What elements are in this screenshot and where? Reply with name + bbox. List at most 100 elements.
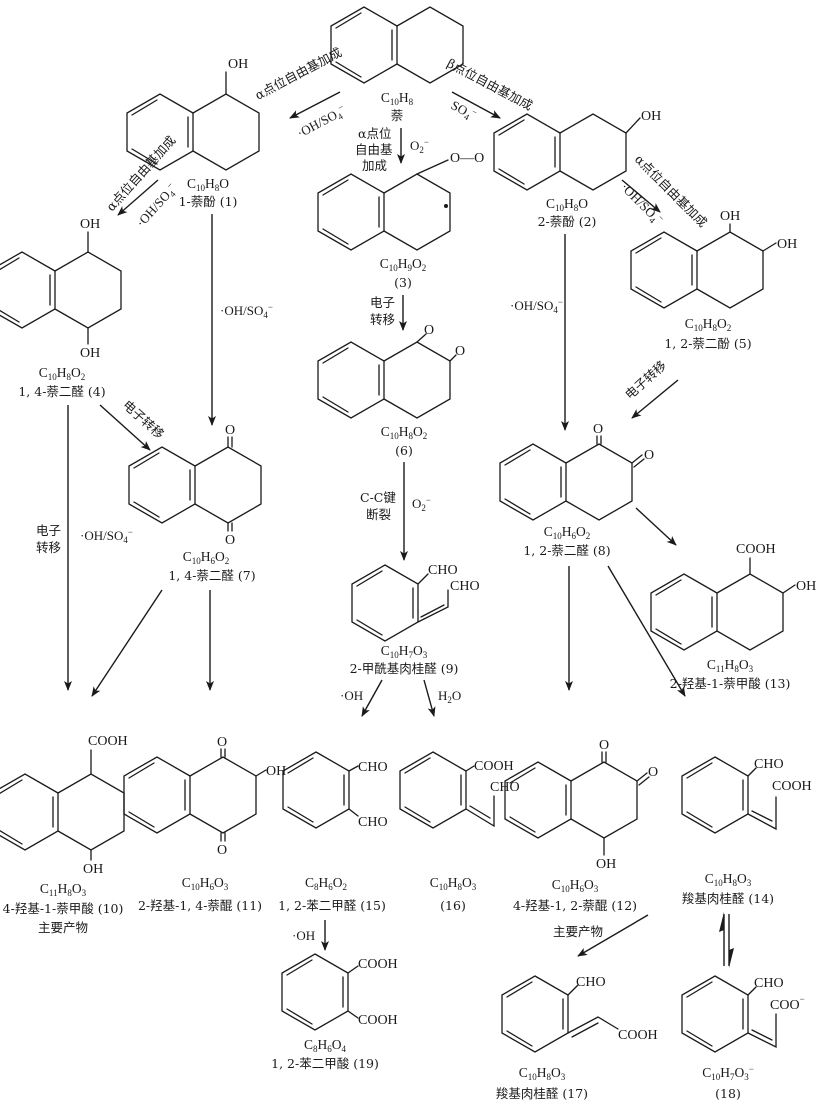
compound-19: COOH COOH C8H6O4 1, 2-苯二甲酸 (19)	[271, 953, 398, 1071]
compound-13: COOH OH C11H8O3 2-羟基-1-萘甲酸 (13)	[650, 542, 816, 691]
atom-oh-5b: OH	[777, 237, 797, 252]
label-alpha-short-1: α点位	[358, 126, 391, 141]
label-electron-transfer-2: 电子转移	[622, 358, 669, 403]
reagent-o2-2: O2−	[412, 495, 431, 513]
atom-o-7a: O	[225, 423, 235, 438]
compound-2: OH C10H8O 2-萘酚 (2)	[493, 109, 661, 229]
formula-10: C11H8O3	[40, 881, 87, 898]
formula-3: C10H9O2	[380, 256, 427, 273]
name-17: 羧基肉桂醛 (17)	[496, 1086, 588, 1101]
atom-cooh-14: COOH	[772, 779, 812, 794]
label-et-1b: 转移	[36, 540, 61, 555]
atom-o-11b: O	[217, 843, 227, 858]
atom-cho-15a: CHO	[358, 760, 388, 775]
compound-1: OH C10H8O 1-萘酚 (1)	[126, 57, 260, 209]
formula-2: C10H8O	[546, 196, 588, 213]
atom-o-6a: O	[424, 323, 434, 338]
name-18: (18)	[715, 1086, 741, 1101]
atom-oh-4b: OH	[80, 346, 100, 361]
atom-coo-18: COO−	[770, 994, 805, 1013]
arrow-9-to-15	[361, 679, 383, 717]
compound-15: CHO CHO C8H6O2 1, 2-苯二甲醛 (15)	[278, 751, 388, 913]
reagent-o2-1: O2−	[410, 137, 429, 155]
compound-9: CHO CHO C10H7O3 2-甲酰基肉桂醛 (9)	[350, 563, 480, 676]
reagent-so4: SO4−	[448, 97, 480, 125]
compound-7: O O C10H6O2 1, 4-萘二醛 (7)	[128, 423, 262, 583]
name-11: 2-羟基-1, 4-萘醌 (11)	[138, 898, 262, 913]
name-15: 1, 2-苯二甲醛 (15)	[278, 898, 386, 913]
arrow-14-to-17	[577, 914, 649, 957]
reagent-oh-so4-2: ·OH/SO4−	[132, 180, 181, 231]
name-7: 1, 4-萘二醛 (7)	[168, 568, 255, 583]
name-2: 2-萘酚 (2)	[538, 214, 597, 229]
formula-17: C10H8O3	[519, 1065, 566, 1082]
formula-11: C10H6O3	[182, 875, 229, 892]
label-et-2a: 电子	[370, 295, 395, 310]
atom-cooh-19b: COOH	[358, 1013, 398, 1028]
compound-4: OH OH C10H8O2 1, 4-萘二醛 (4)	[0, 217, 122, 399]
arrow-5-to-8	[631, 379, 679, 419]
formula-9: C10H7O3	[381, 643, 428, 660]
label-major-product-17: 主要产物	[553, 924, 603, 939]
atom-oh-12: OH	[596, 857, 616, 872]
equilibrium-arrow-14-18	[719, 912, 734, 968]
atom-o-6b: O	[455, 344, 465, 359]
formula-19: C8H6O4	[304, 1037, 347, 1054]
formula-8: C10H6O2	[544, 524, 591, 541]
name-10: 4-羟基-1-萘甲酸 (10)	[3, 901, 124, 916]
compound-14: CHO COOH C10H8O3 羧基肉桂醛 (14)	[681, 756, 812, 906]
label-cc-break-1: C-C键	[360, 490, 396, 505]
formula-12: C10H6O3	[552, 877, 599, 894]
label-alpha-addition-1: α点位自由基加成	[252, 44, 344, 102]
label-cc-break-2: 断裂	[366, 507, 391, 522]
atom-cho-14: CHO	[754, 757, 784, 772]
arrow-7-to-10	[91, 589, 163, 697]
atom-o-12b: O	[648, 765, 658, 780]
reagent-oh-so4-6: ·OH/SO4−	[510, 297, 563, 315]
atom-cooh-13: COOH	[736, 542, 776, 557]
arrow-naph-to-2	[451, 91, 501, 119]
compound-12: O O OH C10H6O3 4-羟基-1, 2-萘醌 (12)	[504, 738, 658, 913]
arrow-8-to-13	[635, 507, 677, 546]
atom-cho-17: CHO	[576, 975, 606, 990]
reagent-oh-so4-1: ·OH/SO4−	[294, 102, 349, 143]
name-naphthalene: 萘	[391, 108, 404, 123]
arrow-8-to-14	[607, 565, 686, 697]
name-16: (16)	[440, 898, 466, 913]
label-et-2b: 转移	[370, 312, 395, 327]
note-major-product-10: 主要产物	[38, 920, 88, 935]
compound-5: OH OH C10H8O2 1, 2-萘二酚 (5)	[630, 209, 797, 351]
label-alpha-addition-3: α点位自由基加成	[632, 152, 710, 230]
atom-oh-1: OH	[228, 57, 248, 72]
arrow-1-to-4	[117, 179, 159, 216]
reagent-h2o: H2O	[438, 688, 461, 705]
compound-3: O—O C10H9O2 (3)	[317, 151, 484, 290]
formula-16: C10H8O3	[430, 875, 477, 892]
compound-6: O O C10H8O2 (6)	[317, 323, 465, 458]
atom-oh-5a: OH	[720, 209, 740, 224]
formula-5: C10H8O2	[685, 316, 732, 333]
name-13: 2-羟基-1-萘甲酸 (13)	[670, 676, 791, 691]
compound-17: CHO COOH C10H8O3 羧基肉桂醛 (17)	[496, 975, 658, 1101]
reagent-oh-2: ·OH	[292, 928, 315, 943]
label-et-1a: 电子	[36, 523, 61, 538]
formula-7: C10H6O2	[183, 549, 230, 566]
atom-oh-13: OH	[796, 579, 816, 594]
formula-14: C10H8O3	[705, 871, 752, 888]
atom-oo-3: O—O	[450, 151, 484, 166]
compound-11: O O OH C10H6O3 2-羟基-1, 4-萘醌 (11)	[123, 735, 286, 913]
arrow-2-to-5	[621, 179, 661, 213]
name-12: 4-羟基-1, 2-萘醌 (12)	[513, 898, 637, 913]
compound-16: COOH CHO C10H8O3 (16)	[399, 751, 520, 913]
atom-cooh-16: COOH	[474, 759, 514, 774]
atom-oh-2: OH	[641, 109, 661, 124]
arrow-4-to-7	[99, 404, 151, 451]
label-electron-transfer-1: 电子转移	[120, 397, 167, 442]
atom-oh-4a: OH	[80, 217, 100, 232]
label-alpha-short-3: 加成	[362, 158, 387, 173]
formula-4: C10H8O2	[39, 365, 86, 382]
reagent-oh-so4-4: ·OH/SO4−	[80, 527, 133, 545]
formula-18: C10H7O3−	[702, 1064, 754, 1082]
arrow-9-to-16	[423, 679, 436, 717]
